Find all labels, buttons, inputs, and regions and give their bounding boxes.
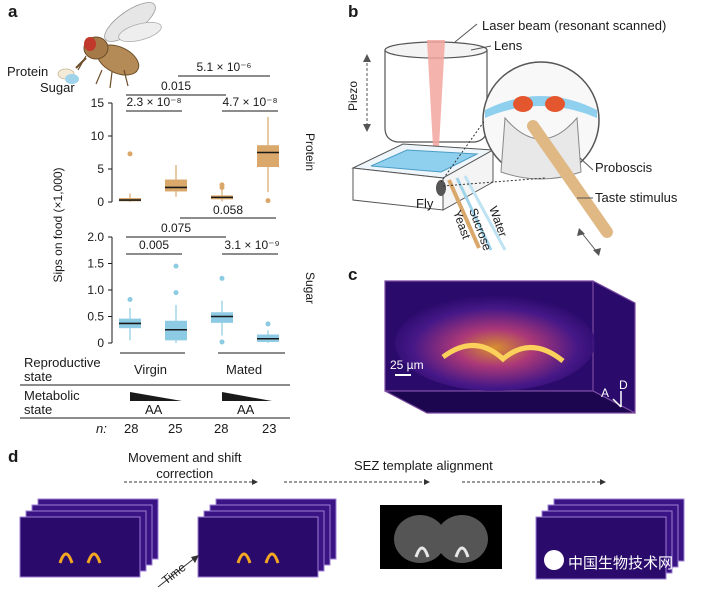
y-tick-label: 2.0 [87, 230, 104, 244]
outlier-point [219, 339, 225, 345]
box [257, 145, 279, 168]
box [165, 179, 187, 192]
virgin-label: Virgin [134, 362, 168, 377]
watermark-logo-icon [544, 550, 564, 570]
y-axis-label: Sips on food (×1,000) [51, 167, 65, 282]
panel-b-label: b [348, 2, 359, 21]
protein-row-label: Protein [303, 133, 317, 171]
protein-pvalue-mid: 0.015 [161, 79, 191, 93]
outlier-point [219, 275, 225, 281]
panel-d-label: d [8, 447, 19, 466]
axis-a-label: A [601, 386, 609, 400]
reproductive-state-label: Reproductive state [24, 355, 101, 384]
panel-c-label: c [348, 265, 358, 284]
panel-b-schematic: Piezo Yeast Sucrose Water [346, 23, 613, 256]
aa-gradient-wedge-virgin [130, 392, 182, 401]
step1-label: Movement and shift correction [128, 450, 242, 481]
laser-beam [427, 40, 445, 165]
aa-gradient-wedge-mated [222, 392, 272, 401]
fly-illustration [75, 2, 162, 89]
panel-a-label: a [8, 2, 18, 21]
corrected-frame-stack [197, 498, 337, 578]
sugar-pvalue-left: 0.005 [139, 238, 169, 252]
n-value-2: 25 [168, 421, 183, 436]
fly-protein-label: Protein [7, 64, 49, 79]
protein-pvalue-right: 4.7 × 10⁻⁸ [222, 95, 277, 109]
step2-label: SEZ template alignment [354, 458, 493, 473]
mated-label: Mated [226, 362, 263, 377]
aa-label-mated: AA [237, 402, 255, 417]
y-tick-label: 5 [97, 162, 104, 176]
sugar-pvalue-right: 3.1 × 10⁻⁹ [224, 238, 279, 252]
n-value-1: 28 [124, 421, 139, 436]
y-tick-label: 0 [97, 336, 104, 350]
condition-table-rules [20, 352, 290, 419]
protein-pvalue-top: 5.1 × 10⁻⁶ [197, 60, 252, 74]
y-tick-label: 15 [91, 96, 105, 110]
aa-label-virgin: AA [145, 402, 163, 417]
outlier-point [265, 198, 271, 204]
protein-pvalue-left: 2.3 × 10⁻⁸ [126, 95, 181, 109]
panel-a-figure: Sips on food (×1,000) 0 5 10 15 0 0.5 1.0 1.5 2… [20, 2, 317, 419]
fly-sugar-label: Sugar [40, 80, 75, 95]
sez-template-image [380, 505, 502, 569]
time-label: Time [159, 560, 189, 587]
lens-label: Lens [494, 38, 523, 53]
outlier-point [173, 290, 179, 296]
protein-plot: 0 5 10 15 [91, 96, 279, 209]
outlier-point [265, 321, 271, 327]
metabolic-state-label: Metabolic state [24, 388, 80, 417]
sugar-pvalue-top: 0.075 [161, 221, 191, 235]
proboscis-label: Proboscis [595, 160, 653, 175]
laser-beam-label: Laser beam (resonant scanned) [482, 18, 667, 33]
y-tick-label: 1.5 [87, 257, 104, 271]
n-label: n: [96, 421, 107, 436]
sugar-pvalue-mid: 0.058 [213, 203, 243, 217]
sugar-drop-icon [65, 74, 79, 84]
y-tick-label: 0 [97, 195, 104, 209]
y-tick-label: 1.0 [87, 283, 104, 297]
panel-d-pipeline: Time [19, 479, 685, 588]
outlier-point [127, 297, 133, 303]
box [211, 312, 233, 323]
y-tick-label: 10 [91, 129, 105, 143]
outlier-point [219, 182, 225, 188]
outlier-point [127, 151, 133, 157]
aligned-frame-stack [535, 498, 685, 580]
sugar-plot: 0 0.5 1.0 1.5 2.0 [87, 230, 279, 350]
sugar-row-label: Sugar [303, 272, 317, 304]
taste-stimulus-label: Taste stimulus [595, 190, 678, 205]
axis-d-label: D [619, 378, 628, 392]
protein-significance [126, 75, 278, 112]
watermark-text: 中国生物技术网 [568, 555, 674, 572]
n-value-3: 28 [214, 421, 229, 436]
y-tick-label: 0.5 [87, 310, 104, 324]
piezo-label: Piezo [346, 81, 360, 111]
scale-bar-label: 25 µm [390, 358, 424, 372]
raw-frame-stack [19, 498, 159, 578]
sugar-significance [126, 217, 278, 255]
fly-label: Fly [416, 196, 434, 211]
outlier-point [173, 263, 179, 269]
panel-c-brain-volume: 25 µm A D [384, 280, 636, 414]
n-value-4: 23 [262, 421, 277, 436]
